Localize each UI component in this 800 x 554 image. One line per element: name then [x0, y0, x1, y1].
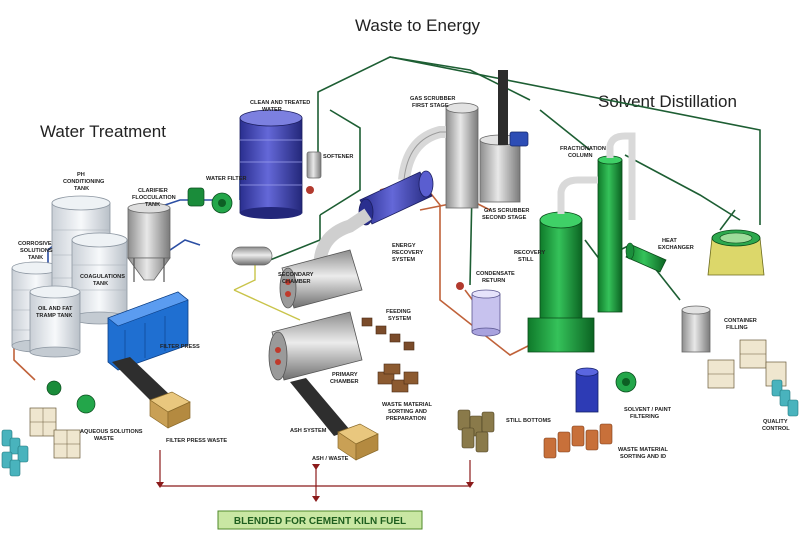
aqueous-drums: [1, 429, 29, 477]
filter-press-conveyor: [112, 357, 170, 402]
label-secondary-chamber-2: CHAMBER: [282, 279, 311, 285]
label-condensate-2: RETURN: [482, 278, 505, 284]
label-recovery-still-1: RECOVERY: [514, 250, 545, 256]
cement-kiln-fuel-label: BLENDED FOR CEMENT KILN FUEL: [234, 516, 406, 527]
label-ph-3: TANK: [74, 186, 89, 192]
gas-scrubber-second-stage: [479, 70, 529, 203]
label-aqueous-1: AQUEOUS SOLUTIONS: [80, 429, 143, 435]
label-filter-press: FILTER PRESS: [160, 344, 200, 350]
label-ph-1: PH: [77, 172, 85, 178]
propane-tank: [231, 246, 273, 266]
label-container-filling-2: FILLING: [726, 325, 748, 331]
section-title-water-treatment: Water Treatment: [40, 122, 166, 141]
label-still-bottoms: STILL BOTTOMS: [506, 418, 551, 424]
label-filter-press-waste: FILTER PRESS WASTE: [166, 438, 227, 444]
label-clarifier-3: TANK: [145, 202, 160, 208]
label-waste-sorting-id-1: WASTE MATERIAL: [618, 447, 669, 453]
label-gas-scrubber-second-2: SECOND STAGE: [482, 215, 527, 221]
still-bottoms-drums: [457, 409, 495, 453]
label-waste-sorting-1: WASTE MATERIAL: [382, 402, 433, 408]
label-water-filter: WATER FILTER: [206, 176, 247, 182]
label-softener: SOFTENER: [323, 154, 353, 160]
label-aqueous-2: WASTE: [94, 436, 114, 442]
label-gas-scrubber-first-1: GAS SCRUBBER: [410, 96, 455, 102]
label-solvent-filter-2: FILTERING: [630, 414, 659, 420]
energy-recovery-system: [358, 170, 434, 226]
clean-treated-water-tank: [239, 109, 303, 219]
softener-unit: [306, 151, 322, 194]
label-oil-fat-2: TRAMP TANK: [36, 313, 72, 319]
cement-kiln-fuel-box: BLENDED FOR CEMENT KILN FUEL: [217, 510, 423, 530]
equipment-labels: CLEAN AND TREATED WATER SOFTENER WATER F…: [18, 96, 790, 462]
waste-material-sorting-boxes: [377, 363, 419, 393]
label-condensate-1: CONDENSATE: [476, 271, 515, 277]
label-recovery-still-2: STILL: [518, 257, 534, 263]
heat-exchanger: [625, 242, 667, 273]
label-primary-chamber-1: PRIMARY: [332, 372, 358, 378]
label-corrosive-3: TANK: [28, 255, 43, 261]
label-corrosive-1: CORROSIVE: [18, 241, 52, 247]
label-heat-exchanger-2: EXCHANGER: [658, 245, 694, 251]
solvent-paint-filter: [575, 367, 637, 413]
label-clarifier-2: FLOCCULATION: [132, 195, 176, 201]
condensate-return-tank: [456, 282, 501, 337]
oil-and-fat-tramp-tank: [29, 285, 81, 358]
label-clarifier-1: CLARIFIER: [138, 188, 168, 194]
water-filter-pump: [187, 187, 233, 214]
label-energy-recovery-2: RECOVERY: [392, 250, 423, 256]
clarifier-flocculation-tank: [127, 202, 171, 282]
coagulations-tank: [71, 232, 128, 325]
label-gas-scrubber-first-2: FIRST STAGE: [412, 103, 449, 109]
label-clean-treated-water-2: WATER: [262, 107, 282, 113]
label-oil-fat-1: OIL AND FAT: [38, 306, 73, 312]
label-feeding-system-2: SYSTEM: [388, 316, 411, 322]
label-fractionation-2: COLUMN: [568, 153, 593, 159]
label-heat-exchanger-1: HEAT: [662, 238, 677, 244]
aqueous-pumps: [46, 380, 96, 414]
filter-press-waste-box: [149, 391, 191, 429]
quality-control-drums: [771, 379, 799, 417]
label-gas-scrubber-second-1: GAS SCRUBBER: [484, 208, 529, 214]
label-waste-sorting-2: SORTING AND: [388, 409, 427, 415]
label-energy-recovery-3: SYSTEM: [392, 257, 415, 263]
label-waste-sorting-3: PREPARATION: [386, 416, 426, 422]
label-container-filling-1: CONTAINER: [724, 318, 757, 324]
label-clean-treated-water-1: CLEAN AND TREATED: [250, 100, 310, 106]
label-quality-control-2: CONTROL: [762, 426, 790, 432]
label-coagulations-1: COAGULATIONS: [80, 274, 125, 280]
ash-waste-box: [337, 423, 379, 461]
label-coagulations-2: TANK: [93, 281, 108, 287]
label-quality-control-1: QUALITY: [763, 419, 788, 425]
fractionation-column: [597, 132, 636, 313]
blend-flow-arrowheads: [156, 464, 474, 502]
gas-scrubber-first-stage: [445, 102, 479, 209]
label-secondary-chamber-1: SECONDARY: [278, 272, 314, 278]
feeding-system-boxes: [361, 317, 415, 351]
label-ash-waste: ASH / WASTE: [312, 456, 349, 462]
label-energy-recovery-1: ENERGY: [392, 243, 416, 249]
label-waste-sorting-id-2: SORTING AND ID: [620, 454, 666, 460]
label-ash-system: ASH SYSTEM: [290, 428, 327, 434]
secondary-chamber: [279, 249, 363, 309]
ash-conveyor: [290, 378, 350, 436]
label-solvent-filter-1: SOLVENT / PAINT: [624, 407, 672, 413]
label-ph-2: CONDITIONING: [63, 179, 104, 185]
label-fractionation-1: FRACTIONATION: [560, 146, 606, 152]
cooling-tower: [707, 229, 765, 276]
primary-chamber: [268, 311, 363, 381]
section-title-waste-to-energy: Waste to Energy: [355, 16, 481, 35]
container-filling-tank: [681, 305, 711, 353]
filter-press-unit: [107, 291, 189, 371]
label-primary-chamber-2: CHAMBER: [330, 379, 359, 385]
recovery-still: [527, 176, 598, 353]
label-corrosive-2: SOLUTIONS: [20, 248, 53, 254]
sorting-id-drums: [543, 423, 613, 459]
section-title-solvent-distillation: Solvent Distillation: [598, 92, 737, 111]
aqueous-ibc-totes: [29, 407, 81, 459]
label-feeding-system-1: FEEDING: [386, 309, 411, 315]
